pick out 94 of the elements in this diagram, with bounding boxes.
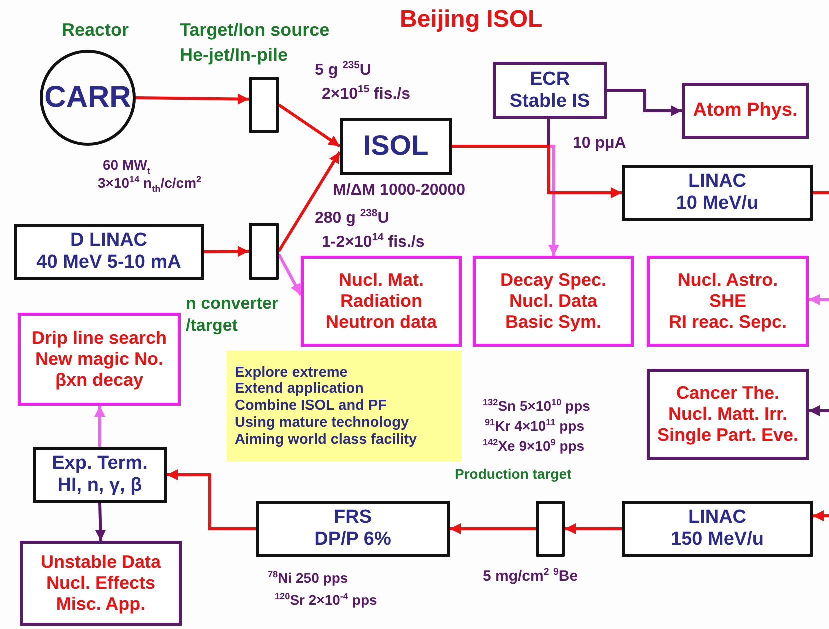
process-box [493, 62, 607, 119]
node-text: SHE [709, 291, 746, 312]
arrow [607, 89, 682, 116]
node-caption: Target/Ion source [180, 20, 330, 41]
node-text: HI, n, γ, β [58, 475, 142, 497]
node-caption: n converter [186, 294, 279, 314]
annotation-text: 5 g $^{235}$U [315, 62, 372, 80]
node-text: CARR [44, 80, 132, 116]
annotation-text: $^{78}$Ni 250 pps [268, 570, 348, 586]
annotation-text: $^{120}$Sr 2×10$^{-4}$ pps [275, 592, 378, 608]
bullet-text: Combine ISOL and PF [235, 398, 387, 415]
application-box [473, 256, 634, 347]
reactor-circle [40, 50, 136, 146]
node-text: Nucl. Data [509, 291, 598, 312]
arrow [812, 510, 829, 522]
process-box [256, 501, 450, 557]
bullet-text: Using mature technology [235, 414, 410, 432]
node-text: Single Part. Eve. [657, 424, 799, 446]
node-text: New magic No. [35, 349, 164, 370]
node-text: ISOL [363, 130, 429, 163]
node-text: Atom Phys. [693, 100, 798, 122]
empty-box [249, 223, 279, 280]
annotation-text: 1-2×10$^{14}$ fis./s [322, 234, 425, 252]
node-text: Decay Spec. [500, 270, 607, 292]
node-caption: 60 MW$_{t}$ [103, 157, 150, 174]
annotation-text: $^{132}$Sn 5×10$^{10}$ pps [483, 398, 590, 414]
node-text: βxn decay [55, 370, 144, 391]
process-box [33, 447, 167, 503]
connector-line [813, 192, 829, 194]
application-box [647, 256, 809, 347]
node-text: Drip line search [32, 328, 168, 350]
arrow [565, 524, 622, 534]
arrow [95, 502, 106, 542]
arrow [204, 246, 250, 258]
application-box [682, 83, 809, 139]
bullet-text: Extend application [235, 381, 364, 398]
node-text: RI reac. Sepc. [668, 312, 788, 333]
node-caption: M/ΔM 1000-20000 [333, 182, 466, 200]
node-caption: He-jet/In-pile [180, 45, 288, 66]
title: Beijing ISOL [400, 6, 543, 34]
bullet-text: Aiming world class facility [235, 432, 418, 448]
node-text: Cancer The. [676, 383, 780, 404]
node-text: Neutron data [326, 312, 437, 333]
node-text: Basic Sym. [505, 312, 602, 333]
annotation-text: 10 pμA [573, 135, 626, 154]
node-text: Nucl. Mat. [338, 270, 424, 292]
node-text: 10 MeV/u [676, 193, 759, 215]
annotation-text: $^{91}$Kr 4×10$^{11}$ pps [485, 418, 585, 434]
annotation-text: Production target [455, 466, 572, 482]
node-text: Misc. App. [56, 594, 146, 615]
node-text: LINAC [688, 507, 747, 529]
annotation-text: $^{142}$Xe 9×10$^{9}$ pps [483, 438, 585, 454]
arrow [278, 151, 342, 252]
arrow [167, 470, 256, 530]
process-box [622, 501, 813, 557]
node-text: DP/P 6% [314, 529, 392, 551]
node-text: Nucl. Effects [46, 573, 156, 594]
application-box [18, 313, 181, 406]
node-text: FRS [334, 507, 372, 529]
bullet-text: Explore extreme [235, 364, 348, 382]
node-text: Nucl. Matt. Irr. [668, 404, 788, 425]
arrow [450, 524, 536, 534]
node-caption: /target [186, 316, 238, 336]
arrow [278, 254, 302, 296]
process-box [622, 165, 813, 221]
empty-box [536, 501, 565, 557]
arrow [452, 145, 622, 198]
node-text: Radiation [340, 291, 422, 312]
node-text: D LINAC [70, 230, 148, 252]
node-text: 40 MeV 5-10 mA [36, 252, 182, 274]
note-box [227, 351, 462, 462]
application-box [301, 256, 462, 347]
process-box [14, 224, 204, 280]
application-box [20, 541, 182, 626]
node-caption: Reactor [62, 20, 130, 41]
node-text: Stable IS [510, 90, 590, 112]
annotation-text: 2×10$^{15}$ fis./s [322, 86, 411, 104]
node-text: Nucl. Astro. [678, 270, 778, 292]
node-text: Unstable Data [40, 552, 162, 574]
arrow [136, 94, 250, 105]
node-text: Exp. Term. [52, 453, 148, 475]
arrow [278, 104, 341, 148]
process-box [340, 118, 452, 175]
arrow [94, 406, 106, 447]
empty-box [249, 77, 279, 133]
arrow [808, 294, 829, 306]
arrow [808, 405, 829, 416]
node-text: LINAC [688, 171, 747, 193]
node-caption: 5 mg/cm$^{2}$ $^{9}$Be [483, 568, 578, 586]
node-caption: 3×10$^{14}$ n$_{th}$/c/cm$^{2}$ [98, 175, 202, 192]
node-text: 150 MeV/u [671, 529, 764, 551]
annotation-text: 280 g $^{238}$U [315, 210, 390, 228]
application-box [647, 369, 809, 460]
node-text: ECR [530, 68, 570, 90]
